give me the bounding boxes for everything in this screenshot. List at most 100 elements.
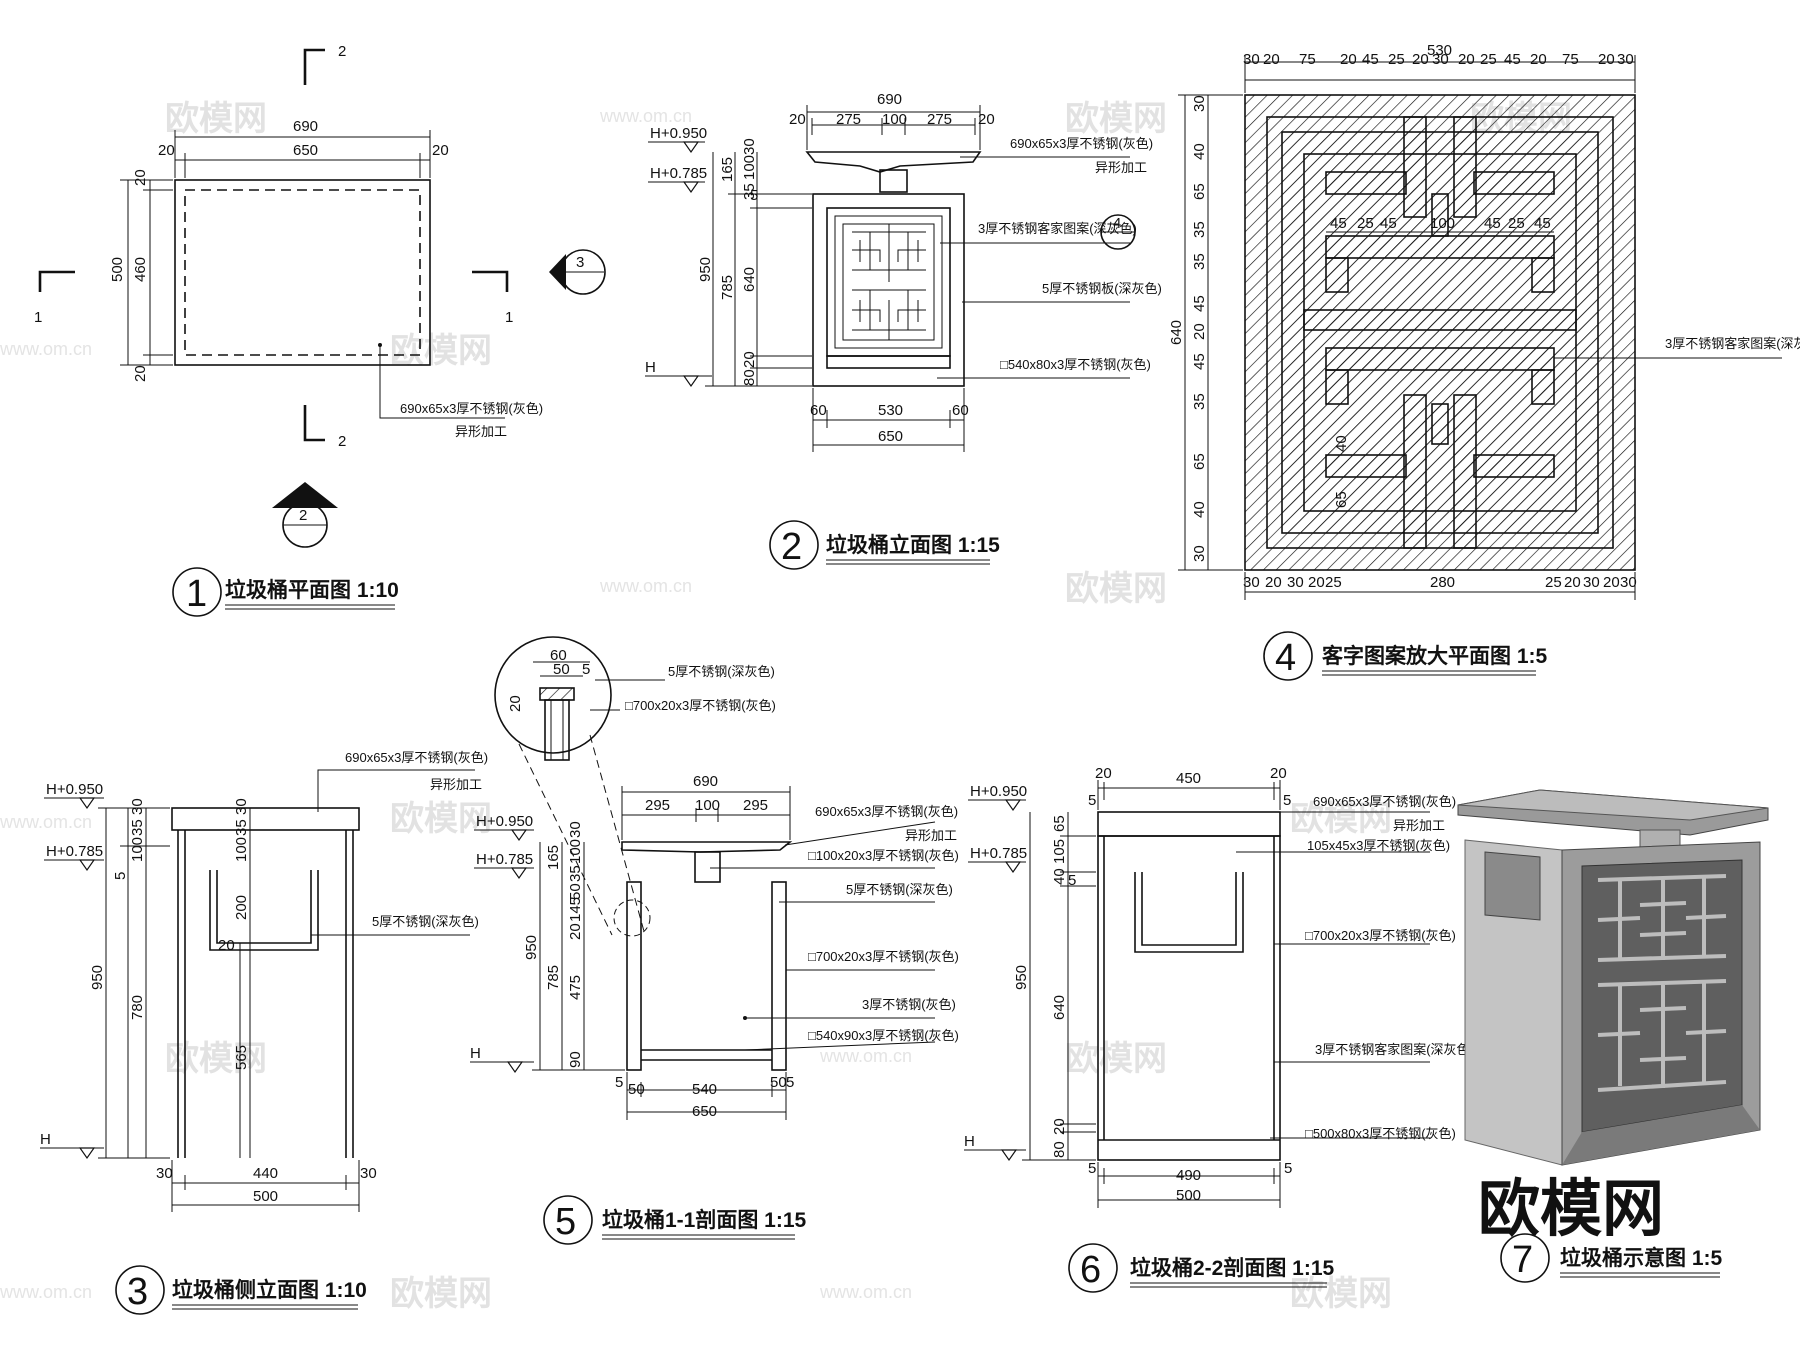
section-mark-label: 1 — [505, 309, 513, 326]
note-text: 异形加工 — [905, 828, 957, 843]
note-text: 异形加工 — [1095, 160, 1147, 175]
dim-label: 30 — [1243, 51, 1260, 68]
level-marker: H+0.785 — [476, 851, 533, 868]
dim-label: 20 — [1270, 765, 1287, 782]
dim-label: 295 — [743, 797, 768, 814]
watermark-logo: 欧模网 — [390, 332, 492, 370]
note-text: □100x20x3厚不锈钢(灰色) — [808, 848, 959, 863]
view-indicator-2-icon: 2 — [272, 482, 338, 548]
watermark-url: www.om.cn — [599, 106, 692, 126]
dim-label: 45 — [1484, 215, 1501, 232]
view-indicator-3-icon: 3 — [549, 249, 606, 295]
note-text: □700x20x3厚不锈钢(灰色) — [808, 949, 959, 964]
dim-label: 45 — [1504, 51, 1521, 68]
title-number: 5 — [555, 1201, 576, 1243]
title-number-circle-icon — [115, 1265, 165, 1315]
dim-label: 50 — [567, 883, 584, 900]
title-number: 2 — [781, 526, 802, 568]
dim-label: 950 — [523, 935, 540, 960]
dim-label: 45 — [1330, 215, 1347, 232]
dim-label: 25 — [1480, 51, 1497, 68]
dim-label: 100 — [1430, 215, 1455, 232]
dim-label: 60 — [952, 402, 969, 419]
dim-label: 25 — [1388, 51, 1405, 68]
dim-label: 30 — [129, 798, 146, 815]
title-3: 3 垃圾桶侧立面图 1:10 — [115, 1265, 367, 1315]
hakka-pattern — [834, 215, 943, 349]
dim-label: 20 — [789, 111, 806, 128]
dim-label: 565 — [233, 1045, 250, 1070]
title-number: 1 — [186, 573, 207, 615]
watermark-url: www.om.cn — [0, 339, 92, 359]
dim-label: 25 — [1357, 215, 1374, 232]
dim-label: 650 — [692, 1103, 717, 1120]
view-2-elevation: 690 275 100 275 20 20 950 785 165 640 30… — [645, 91, 1162, 452]
dim-label: 440 — [253, 1165, 278, 1182]
section-mark-label: 2 — [338, 43, 346, 60]
dim-label: 35 — [129, 819, 146, 836]
view-3-side-elevation: 950 780 30 35 100 5 30 35 100 200 565 20… — [40, 750, 488, 1212]
dim-label: 50 — [628, 1081, 645, 1098]
view-title: 垃圾桶2-2剖面图 1:15 — [1130, 1256, 1335, 1280]
dim-label: 100 — [695, 797, 720, 814]
dim-label: 20 — [1458, 51, 1475, 68]
dim-label: 40 — [1191, 143, 1208, 160]
dim-label: 200 — [233, 895, 250, 920]
dim-label: 45 — [1191, 353, 1208, 370]
dim-label: 20 — [741, 351, 758, 368]
dim-label: 100 — [233, 837, 250, 862]
title-number-circle-icon — [543, 1195, 593, 1245]
level-marker: H+0.950 — [970, 783, 1027, 800]
dim-label: 20 — [432, 142, 449, 159]
section-mark-label: 1 — [34, 309, 42, 326]
dim-label: 25 — [1545, 574, 1562, 591]
level-marker: H+0.950 — [46, 781, 103, 798]
watermark-logo: 欧模网 — [1290, 1275, 1392, 1313]
dim-label: 530 — [1427, 42, 1452, 59]
watermark-logo: 欧模网 — [390, 800, 492, 838]
dim-label: 5 — [1068, 872, 1076, 889]
note-text: □700x20x3厚不锈钢(灰色) — [1305, 928, 1456, 943]
note-text: 异形加工 — [430, 777, 482, 792]
section-mark-label: 2 — [338, 433, 346, 450]
note-text: □540x90x3厚不锈钢(灰色) — [808, 1028, 959, 1043]
dim-label: 20 — [978, 111, 995, 128]
note-text: 5厚不锈钢板(深灰色) — [1042, 281, 1162, 296]
dim-label: 30 — [233, 798, 250, 815]
dim-label: 540 — [692, 1081, 717, 1098]
dim-label: 30 — [1191, 95, 1208, 112]
note-text: 3厚不锈钢(灰色) — [862, 997, 956, 1012]
watermark-url: www.om.cn — [819, 1282, 912, 1302]
dim-label: 35 — [1191, 393, 1208, 410]
note-text: 105x45x3厚不锈钢(灰色) — [1307, 838, 1450, 853]
dim-label: 145 — [567, 897, 584, 922]
dim-label: 30 — [1617, 51, 1634, 68]
level-marker: H+0.785 — [46, 843, 103, 860]
dim-label: 5 — [1284, 1160, 1292, 1177]
dim-label: 280 — [1430, 574, 1455, 591]
dim-label: 20 — [1265, 574, 1282, 591]
note-text: □540x80x3厚不锈钢(灰色) — [1000, 357, 1151, 372]
view-title: 垃圾桶平面图 1:10 — [225, 578, 399, 602]
dim-label: 30 — [567, 821, 584, 838]
note-text: 5厚不锈钢(深灰色) — [372, 914, 479, 929]
dim-label: 100 — [882, 111, 907, 128]
title-4: 4 客字图案放大平面图 1:5 — [1263, 631, 1548, 681]
view-title: 垃圾桶侧立面图 1:10 — [172, 1278, 367, 1302]
pattern-bars — [1303, 116, 1577, 549]
dim-label: 780 — [129, 995, 146, 1020]
dim-label: 20 — [507, 695, 524, 712]
dim-label: 35 — [741, 183, 758, 200]
dim-label: 460 — [132, 257, 149, 282]
elevation-body — [812, 193, 965, 387]
dim-label: 785 — [719, 275, 736, 300]
dim-label: 490 — [1176, 1167, 1201, 1184]
detail-magnifier — [494, 636, 612, 754]
render-watermark-logo: 欧模网 — [1478, 1175, 1664, 1244]
title-number-circle-icon — [1500, 1233, 1550, 1283]
dim-label: 690 — [693, 773, 718, 790]
title-number-circle-icon — [769, 520, 819, 570]
dim-label: 20 — [132, 169, 149, 186]
